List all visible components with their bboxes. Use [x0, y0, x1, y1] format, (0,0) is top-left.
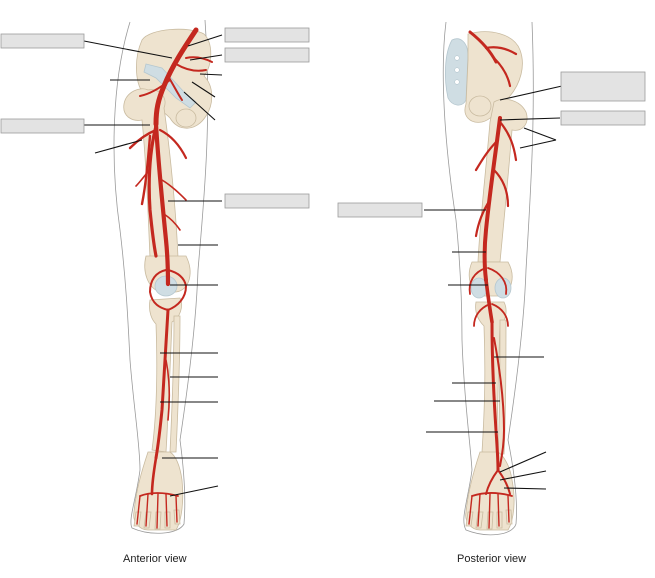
posterior-plantar-arch: [471, 492, 513, 497]
anterior-genicular-arteries: [149, 269, 187, 311]
posterior-femoral-trunk: [482, 116, 502, 282]
label-box[interactable]: [224, 47, 310, 63]
anterior-tibial-artery: [154, 308, 170, 460]
anterior-pelvic-branches: [139, 56, 213, 101]
leader-line: [169, 485, 219, 497]
posterior-leader-lines: [424, 85, 563, 490]
posterior-perforating-branches: [474, 120, 518, 238]
posterior-skin-outline: [442, 21, 534, 536]
leader-line: [503, 487, 547, 490]
leader-line: [499, 470, 547, 481]
leader-line: [199, 73, 223, 76]
anterior-dorsalis-pedis-artery: [150, 456, 158, 496]
label-box[interactable]: [224, 193, 310, 209]
posterior-popliteal-artery: [484, 278, 494, 324]
anterior-external-iliac-artery: [153, 27, 199, 127]
posterior-arteries: [468, 30, 518, 529]
posterior-sacral-foramina: [454, 55, 460, 85]
leader-line: [523, 127, 557, 141]
posterior-genicular-arteries: [468, 267, 509, 327]
leader-line: [499, 85, 563, 101]
label-boxes: [0, 27, 646, 218]
leader-line: [191, 81, 216, 98]
posterior-view-caption: Posterior view: [457, 553, 527, 565]
leader-line: [519, 139, 557, 149]
anterior-arteries: [128, 27, 213, 529]
posterior-knee-cartilage-lateral: [494, 277, 512, 299]
posterior-tibial-artery: [490, 320, 500, 472]
posterior-gluteal-arteries: [484, 46, 518, 88]
anterior-medial-circumflex-artery: [158, 128, 188, 160]
label-box[interactable]: [0, 118, 85, 134]
leader-line: [499, 117, 561, 121]
leader-line: [499, 451, 547, 473]
label-box[interactable]: [560, 110, 646, 126]
anterior-view: [83, 19, 223, 534]
anterior-foot: [133, 451, 184, 531]
anterior-leader-lines: [83, 34, 223, 497]
anterior-deep-femoral-artery: [147, 124, 158, 258]
anterior-lateral-circumflex-artery: [128, 128, 158, 206]
posterior-obturator-foramen: [468, 95, 492, 117]
label-box[interactable]: [337, 202, 423, 218]
leader-line: [83, 40, 173, 59]
anterior-skin-outline: [113, 19, 209, 534]
label-box[interactable]: [560, 71, 646, 102]
anterior-fibular-branch: [165, 359, 171, 421]
posterior-plantar-arteries: [485, 469, 511, 495]
leader-line: [94, 139, 143, 154]
anterior-digital-arteries: [136, 493, 178, 529]
anterior-obturator-foramen: [175, 108, 197, 128]
label-box[interactable]: [224, 27, 310, 43]
label-box[interactable]: [0, 33, 85, 49]
leader-line: [189, 54, 223, 61]
posterior-fibular-artery: [493, 337, 505, 467]
leader-line: [183, 91, 216, 121]
posterior-view: [424, 21, 563, 536]
anterior-view-caption: Anterior view: [123, 553, 187, 565]
posterior-digital-arteries: [468, 493, 510, 529]
anterior-thigh-branches: [135, 169, 187, 231]
leader-line: [187, 34, 223, 47]
anterior-fibula: [169, 315, 181, 453]
